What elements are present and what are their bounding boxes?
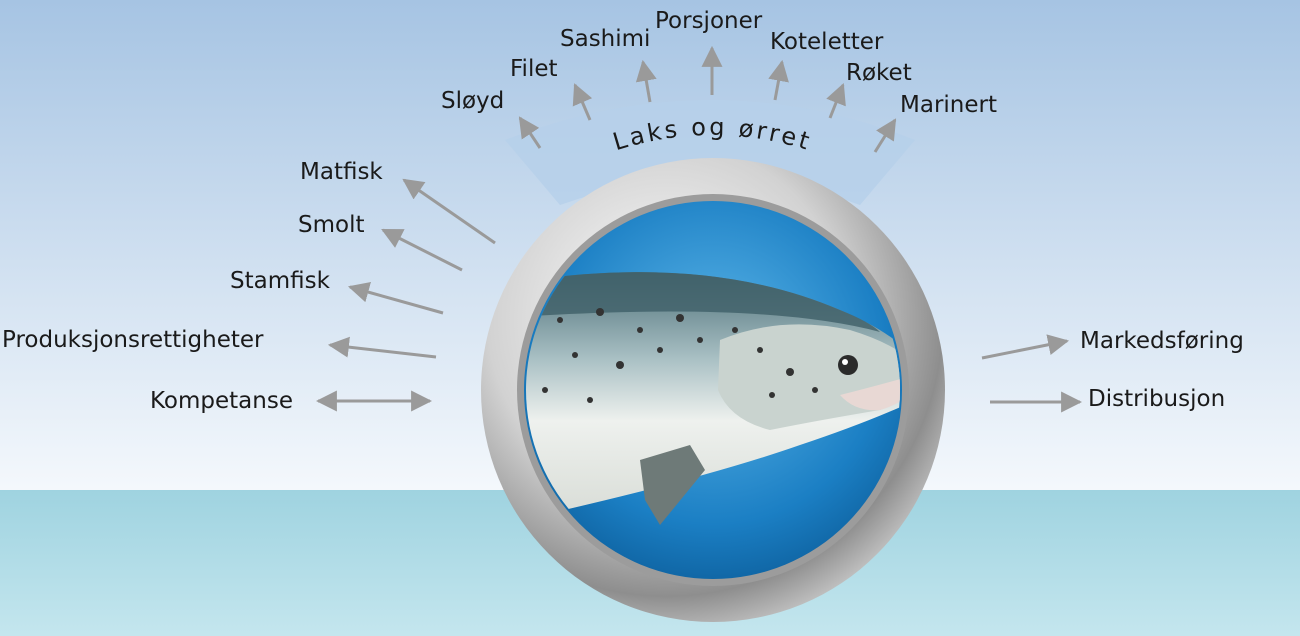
arrow-filet	[575, 85, 590, 120]
arrow-koteletter	[775, 62, 782, 100]
label-produksjonsrettigheter: Produksjonsrettigheter	[2, 327, 263, 353]
arrow-sashimi	[643, 62, 650, 102]
label-markedsforing: Markedsføring	[1080, 328, 1244, 354]
label-koteletter: Koteletter	[770, 29, 883, 55]
label-kompetanse: Kompetanse	[150, 388, 293, 414]
label-sloyd: Sløyd	[441, 88, 504, 114]
arrow-matfisk	[404, 180, 495, 243]
arrow-produksjonsrettigheter	[330, 345, 436, 357]
label-filet: Filet	[510, 56, 558, 82]
label-smolt: Smolt	[298, 212, 364, 238]
arrow-markedsforing	[982, 341, 1067, 358]
center-title: Laks og ørret	[610, 113, 816, 156]
label-marinert: Marinert	[900, 92, 997, 118]
label-stamfisk: Stamfisk	[230, 268, 330, 294]
label-sashimi: Sashimi	[560, 26, 650, 52]
arrow-roket	[830, 85, 843, 118]
arrow-stamfisk	[350, 287, 443, 313]
arrow-smolt	[383, 230, 462, 270]
label-distribusjon: Distribusjon	[1088, 386, 1225, 412]
label-porsjoner: Porsjoner	[655, 8, 762, 34]
arrow-sloyd	[520, 118, 540, 148]
label-roket: Røket	[846, 60, 912, 86]
label-matfisk: Matfisk	[300, 159, 383, 185]
arrow-marinert	[875, 120, 895, 152]
